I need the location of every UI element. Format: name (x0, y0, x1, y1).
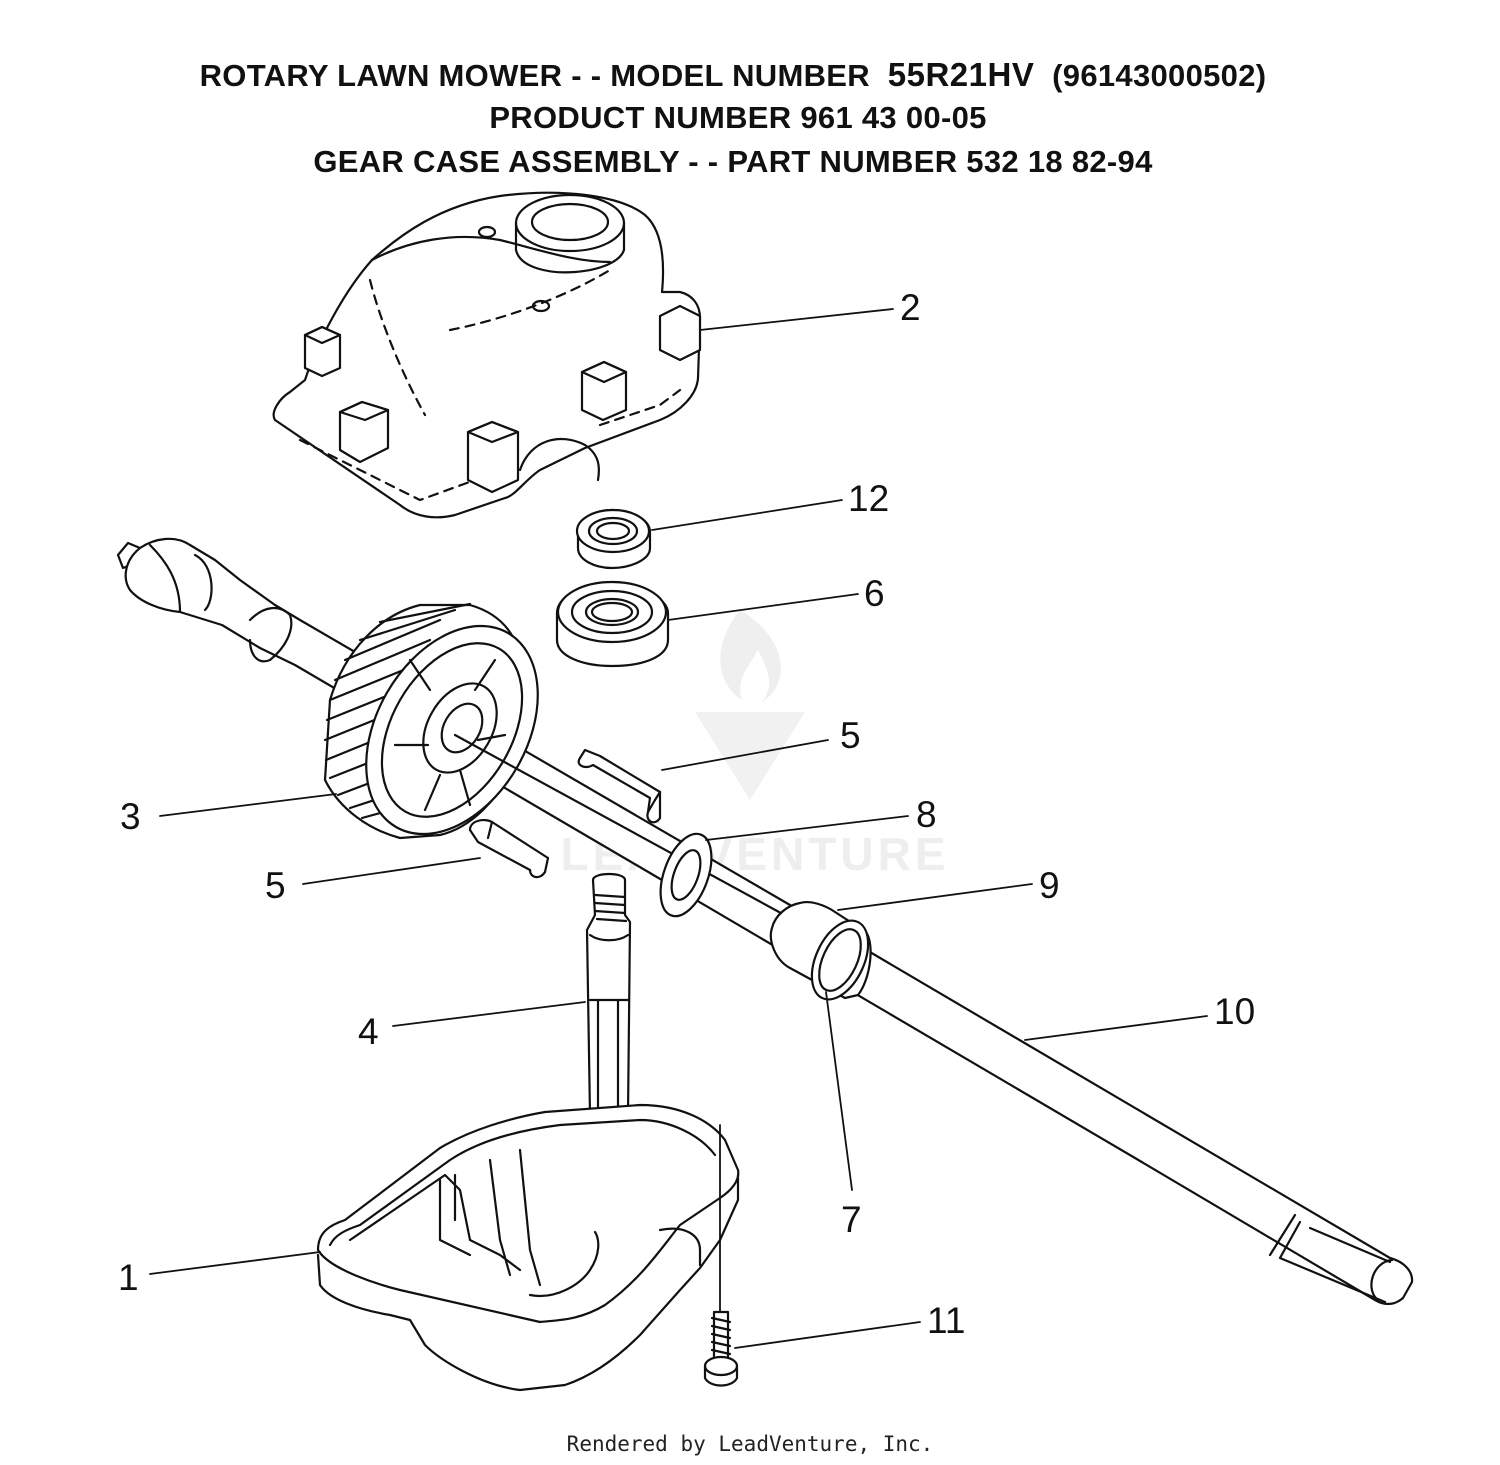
leader-2 (699, 308, 894, 331)
part-2-upper-cover (272, 191, 702, 519)
part-5-pin-upper (577, 748, 662, 824)
leader-8 (705, 815, 909, 841)
leader-4 (392, 1001, 586, 1027)
title-suffix: (96143000502) (1034, 58, 1267, 93)
callout-5-lower: 5 (265, 865, 286, 906)
part-8-washer (659, 832, 713, 918)
title-line-1: ROTARY LAWN MOWER - - MODEL NUMBER 55R21… (0, 56, 1483, 94)
leader-9 (837, 883, 1033, 911)
callout-12: 12 (848, 478, 889, 519)
callout-7: 7 (841, 1199, 862, 1240)
part-9-bushing (769, 901, 872, 1001)
product-number-line: PRODUCT NUMBER 961 43 00-05 (489, 100, 987, 135)
footer-credit: Rendered by LeadVenture, Inc. (566, 1432, 934, 1456)
part-6-bearing (555, 580, 670, 668)
leader-12 (651, 499, 843, 531)
callout-5-upper: 5 (840, 715, 861, 756)
part-3-bevel-gear (323, 602, 792, 920)
callout-1: 1 (118, 1257, 139, 1298)
callout-9: 9 (1039, 865, 1060, 906)
leader-3 (159, 793, 337, 817)
callout-numbers: 2 12 6 5 8 9 10 3 5 4 7 1 11 (118, 287, 1255, 1341)
leader-7 (825, 991, 853, 1191)
assembly-part-number-line: GEAR CASE ASSEMBLY - - PART NUMBER 532 1… (313, 144, 1153, 179)
callout-11: 11 (927, 1300, 965, 1341)
leader-5a (661, 739, 829, 771)
leader-lines (149, 308, 1208, 1349)
callout-2: 2 (900, 287, 921, 328)
callout-4: 4 (358, 1011, 379, 1052)
model-number: 55R21HV (887, 56, 1035, 93)
part-12-seal (575, 508, 652, 570)
part-11-screw (703, 1310, 739, 1387)
leader-10 (1024, 1015, 1208, 1041)
leader-1 (149, 1251, 321, 1275)
title-prefix: ROTARY LAWN MOWER - - MODEL NUMBER (199, 58, 888, 93)
callout-8: 8 (916, 794, 937, 835)
leader-11 (734, 1321, 921, 1349)
part-5-pin-lower (468, 819, 550, 879)
callout-6: 6 (864, 573, 885, 614)
leader-6 (667, 593, 859, 621)
leader-5b (302, 857, 481, 885)
callout-10: 10 (1214, 991, 1255, 1032)
part-1-lower-case (316, 1103, 740, 1392)
callout-3: 3 (120, 796, 141, 837)
